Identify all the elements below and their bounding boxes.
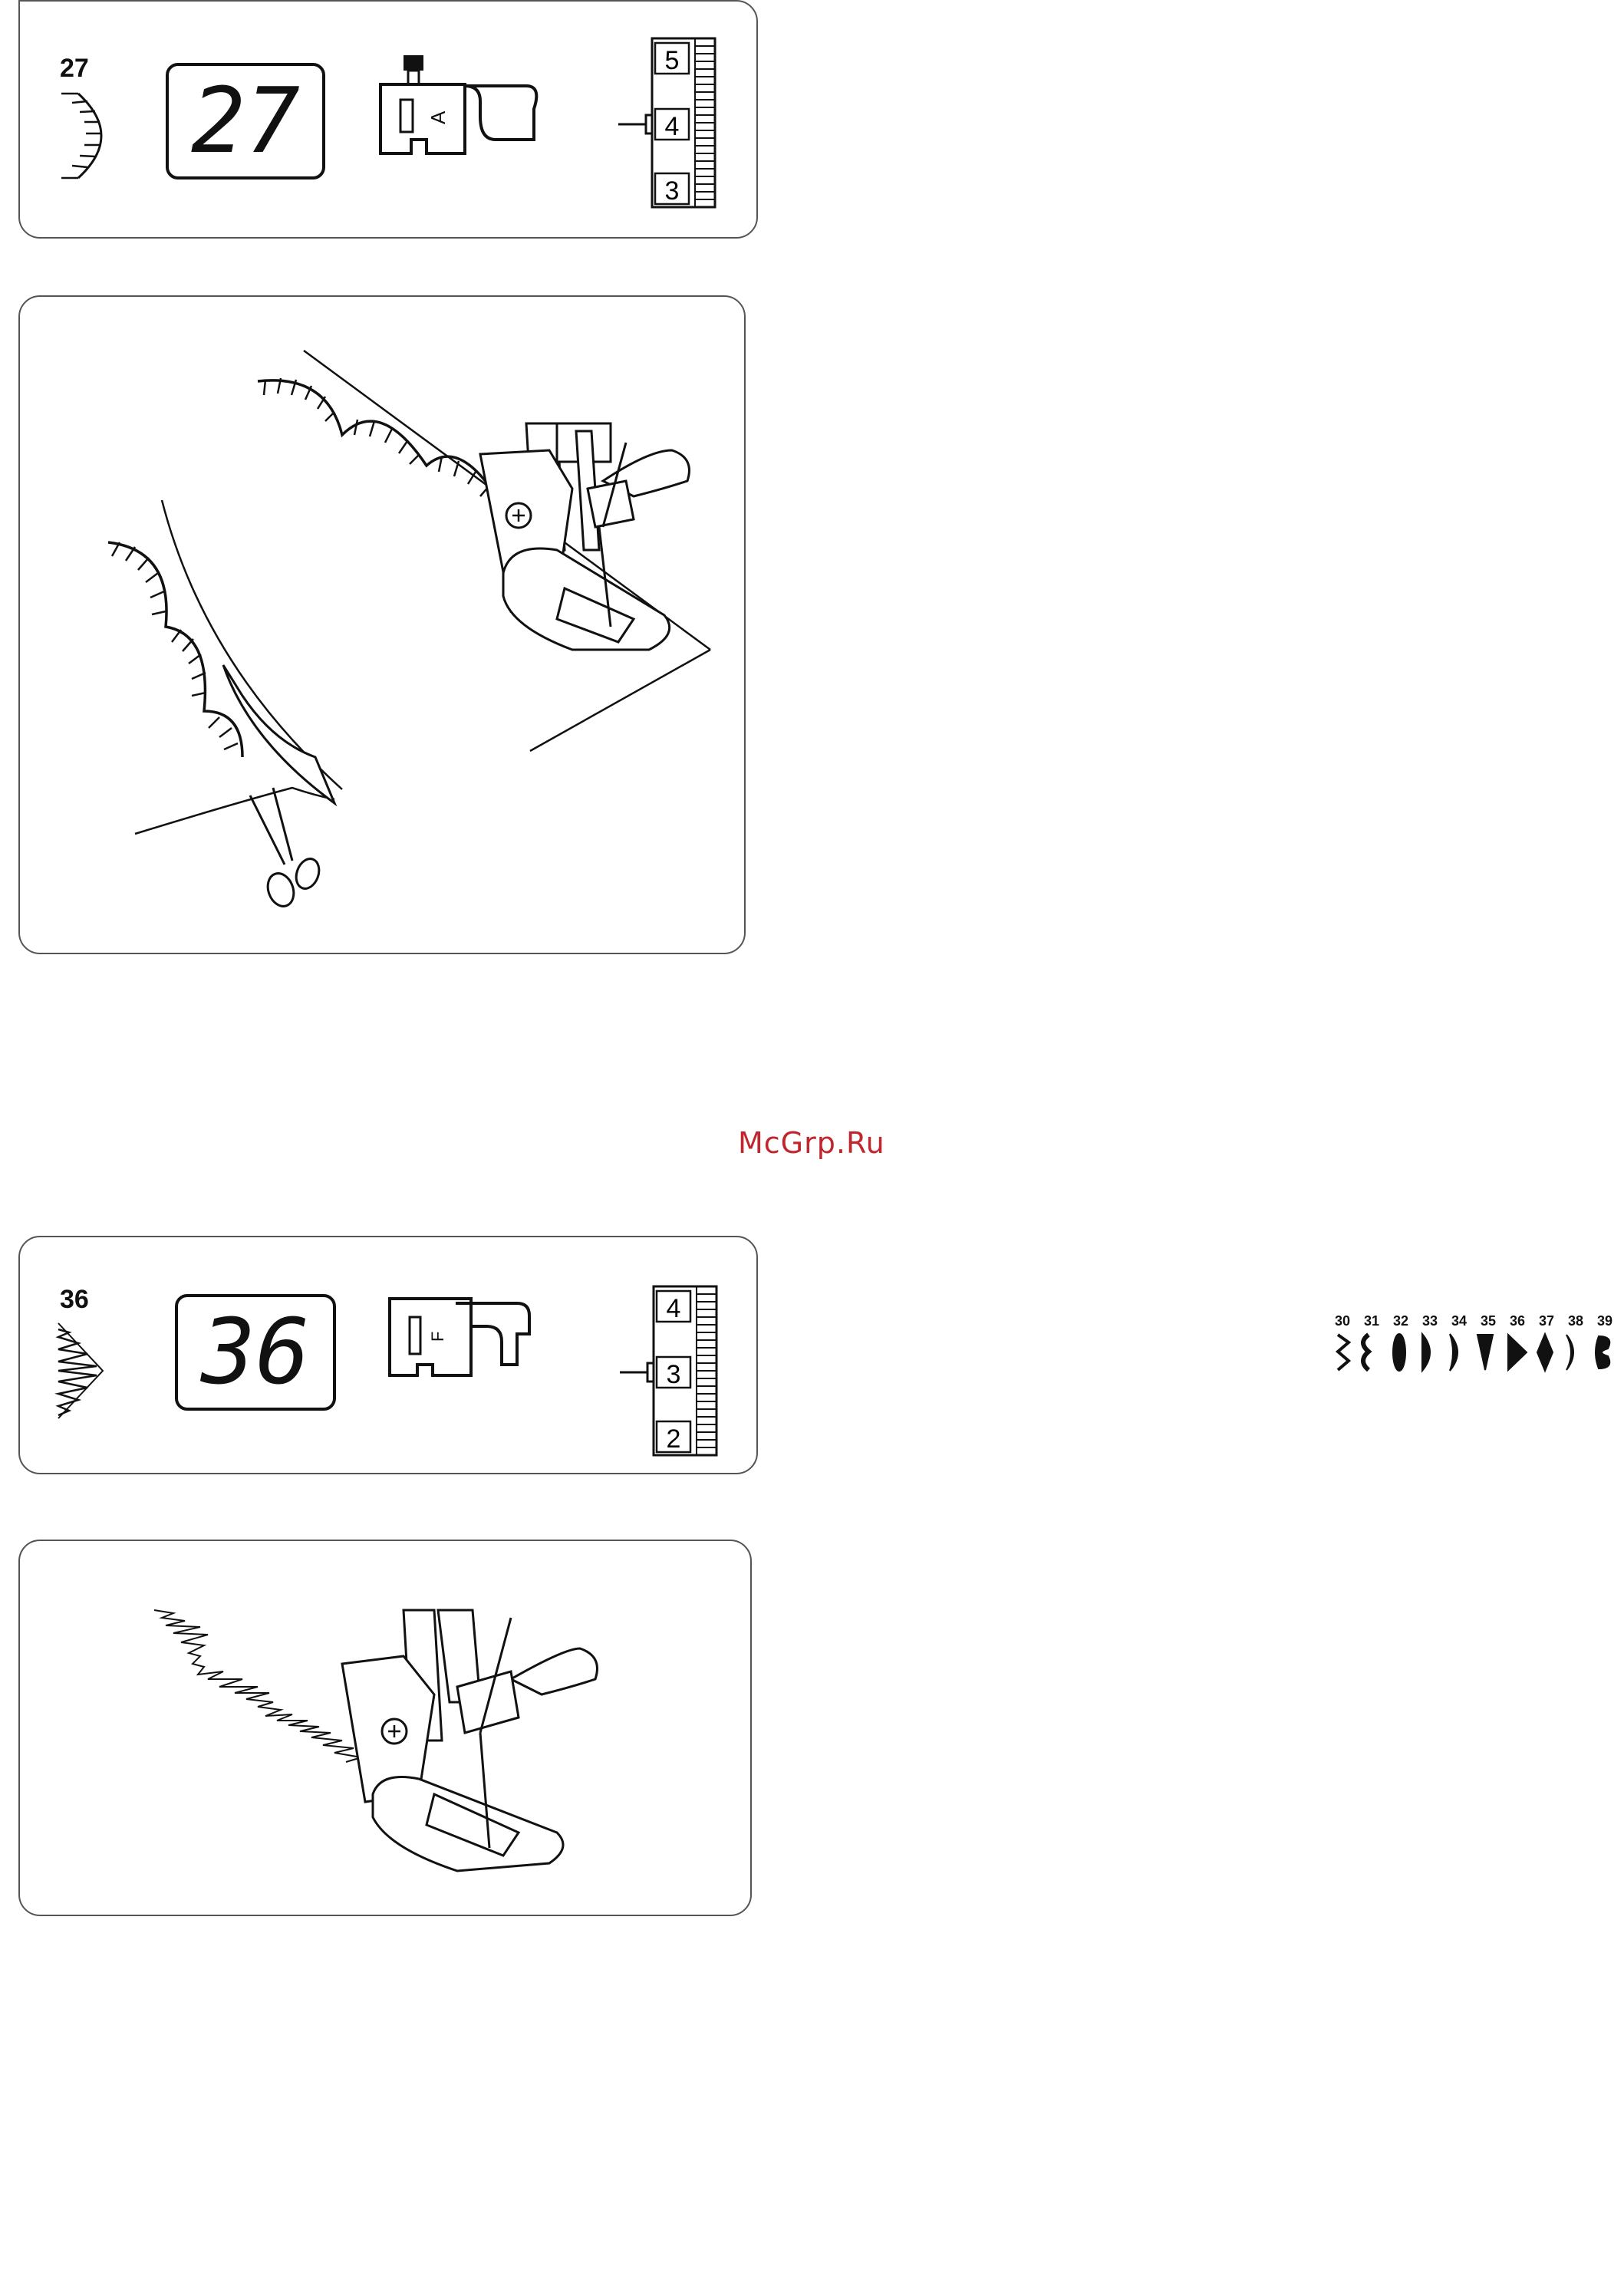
svg-text:36: 36: [199, 1299, 310, 1405]
scallop-stitch-icon: [55, 86, 124, 186]
thread-tension-dial: 4 3 2: [620, 1286, 743, 1463]
presser-foot-illustration: [342, 1610, 598, 1871]
lcd-digits: 27: [169, 66, 322, 176]
svg-text:2: 2: [667, 1424, 681, 1454]
presser-foot-f-icon: F: [387, 1296, 540, 1380]
svg-text:27: 27: [191, 68, 300, 173]
pattern-strip-icons: [1335, 1332, 1624, 1373]
scissors-icon: [250, 788, 323, 910]
svg-text:3: 3: [667, 1360, 681, 1389]
triangle-stitch-sewing-illustration: [18, 1540, 752, 1916]
presser-foot-illustration: [480, 423, 690, 650]
pattern-number: 36: [60, 1285, 89, 1315]
svg-text:3: 3: [665, 176, 680, 206]
pattern-number-32: 32: [1393, 1313, 1408, 1329]
svg-text:A: A: [427, 110, 450, 124]
lcd-display: 36: [175, 1294, 336, 1411]
pattern-number: 27: [60, 54, 89, 84]
scallop-sewing-illustration: [18, 295, 746, 954]
svg-text:5: 5: [665, 46, 680, 75]
settings-panel-36: 36 36 F: [18, 1236, 758, 1474]
pattern-number-39: 39: [1597, 1313, 1612, 1329]
pattern-number-36: 36: [1510, 1313, 1525, 1329]
settings-panel-27: 27 27 A: [18, 0, 758, 239]
svg-text:4: 4: [667, 1294, 681, 1323]
pattern-number-30: 30: [1335, 1313, 1350, 1329]
presser-foot-a-icon: A: [373, 55, 542, 163]
sewing-scene: [20, 297, 747, 956]
lcd-digits: 36: [178, 1297, 333, 1408]
svg-text:4: 4: [665, 112, 680, 141]
triangle-stitch-icon: [54, 1323, 107, 1423]
pattern-number-31: 31: [1364, 1313, 1379, 1329]
pattern-number-35: 35: [1481, 1313, 1496, 1329]
lcd-display: 27: [166, 63, 325, 179]
pattern-number-34: 34: [1451, 1313, 1467, 1329]
svg-text:F: F: [428, 1332, 447, 1342]
pattern-number-38: 38: [1568, 1313, 1583, 1329]
pattern-strip: 30 31 32 33 34 35 36 37 38 39: [1335, 1313, 1624, 1375]
sewing-scene: [20, 1541, 753, 1918]
thread-tension-dial: 5 4 3: [618, 38, 741, 215]
pattern-number-33: 33: [1422, 1313, 1438, 1329]
watermark: McGrp.Ru: [738, 1126, 885, 1160]
pattern-number-37: 37: [1539, 1313, 1554, 1329]
